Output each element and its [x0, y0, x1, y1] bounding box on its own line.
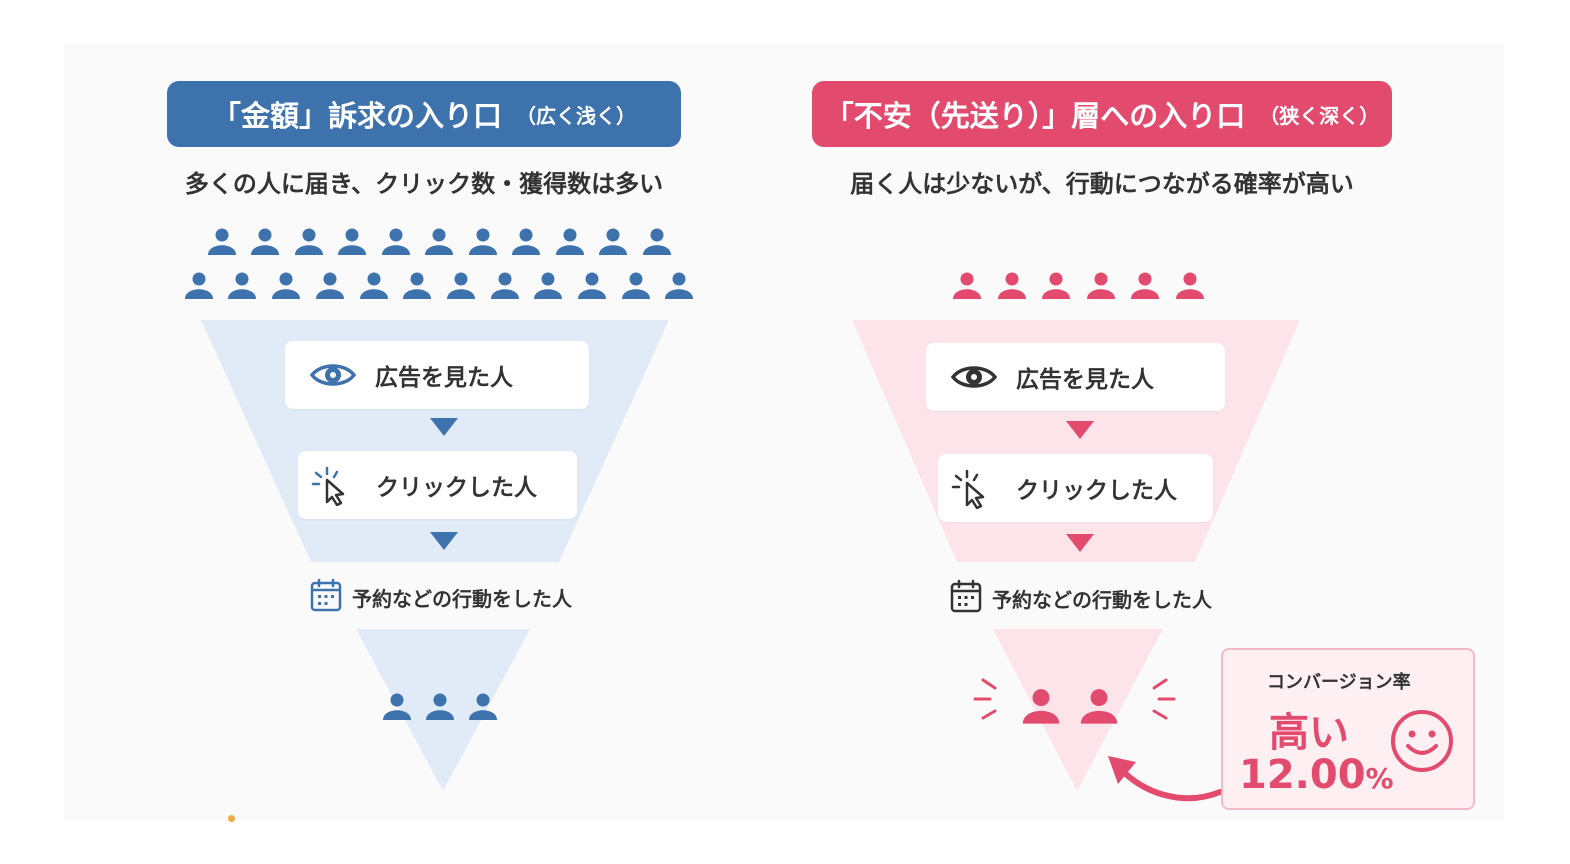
left-audience-people: [185, 228, 693, 299]
right-header: 「不安（先送り）」層への入り口 （狭く深く）: [812, 81, 1392, 147]
person-icon: [1087, 272, 1115, 299]
decorative-dot: [228, 815, 235, 822]
person-icon: [1042, 272, 1070, 299]
person-icon: [643, 228, 671, 255]
left-stage-viewed: 広告を見た人: [285, 341, 589, 409]
right-stage-action-label: 予約などの行動をした人: [992, 587, 1212, 612]
conversion-rate-unit: %: [1365, 762, 1394, 795]
person-icon: [447, 272, 475, 299]
left-header-title: 「金額」訴求の入り口: [211, 99, 502, 133]
person-icon: [338, 228, 366, 255]
calendar-icon: [950, 579, 982, 618]
person-icon: [228, 272, 256, 299]
right-funnel-bottom: [993, 629, 1163, 791]
person-icon: [403, 272, 431, 299]
person-icon: [251, 228, 279, 255]
right-arrow-down-2: [1066, 534, 1094, 552]
right-stage-clicked: クリックした人: [938, 454, 1213, 522]
left-description: 多くの人に届き、クリック数・獲得数は多い: [184, 170, 664, 198]
conversion-rate-value: 12.00: [1239, 752, 1366, 798]
person-icon: [360, 272, 388, 299]
eye-icon: [303, 360, 363, 390]
person-icon: [208, 228, 236, 255]
right-header-subtitle: （狭く深く）: [1259, 103, 1380, 128]
right-stage-viewed: 広告を見た人: [926, 343, 1225, 411]
right-stage-viewed-label: 広告を見た人: [1016, 367, 1154, 393]
person-icon: [534, 272, 562, 299]
person-icon: [425, 228, 453, 255]
left-header: 「金額」訴求の入り口 （広く浅く）: [167, 81, 681, 147]
sparkle-lines: [973, 678, 1176, 720]
right-stage-action: 予約などの行動をした人: [950, 578, 1212, 618]
right-header-title: 「不安（先送り）」層への入り口: [824, 99, 1246, 133]
calendar-icon: [310, 578, 342, 617]
left-stage-viewed-label: 広告を見た人: [375, 365, 513, 391]
person-icon: [998, 272, 1026, 299]
right-arrow-down-1: [1066, 421, 1094, 439]
person-icon: [469, 228, 497, 255]
cursor-click-icon: [944, 467, 1004, 509]
left-stage-clicked-label: クリックした人: [376, 475, 537, 501]
person-icon: [512, 228, 540, 255]
smiley-icon: [1389, 708, 1455, 778]
person-icon: [272, 272, 300, 299]
person-icon: [382, 228, 410, 255]
right-stage-clicked-label: クリックした人: [1016, 478, 1177, 504]
left-stage-action: 予約などの行動をした人: [310, 577, 572, 617]
person-icon: [665, 272, 693, 299]
curved-arrow-icon: [1108, 756, 1223, 802]
person-icon: [185, 272, 213, 299]
left-funnel-bottom: [356, 629, 530, 791]
left-stage-action-label: 予約などの行動をした人: [352, 586, 572, 611]
person-icon: [556, 228, 584, 255]
eye-icon: [944, 362, 1004, 392]
conversion-rate-box: コンバージョン率 高い 12.00%: [1221, 648, 1475, 810]
person-icon: [622, 272, 650, 299]
conversion-rate-value-wrap: 12.00%: [1239, 752, 1394, 798]
left-arrow-down-1: [430, 418, 458, 436]
person-icon: [295, 228, 323, 255]
person-icon: [953, 272, 981, 299]
conversion-rate-level: 高い: [1269, 710, 1349, 756]
person-icon: [578, 272, 606, 299]
person-icon: [1131, 272, 1159, 299]
person-icon: [1176, 272, 1204, 299]
person-icon: [316, 272, 344, 299]
conversion-rate-label: コンバージョン率: [1267, 672, 1411, 693]
left-stage-clicked: クリックした人: [298, 451, 577, 519]
right-audience-people: [953, 272, 1204, 299]
person-icon: [491, 272, 519, 299]
cursor-click-icon: [304, 464, 364, 506]
person-icon: [599, 228, 627, 255]
left-arrow-down-2: [430, 532, 458, 550]
right-description: 届く人は少ないが、行動につながる確率が高い: [850, 170, 1354, 198]
left-header-subtitle: （広く浅く）: [516, 103, 636, 128]
